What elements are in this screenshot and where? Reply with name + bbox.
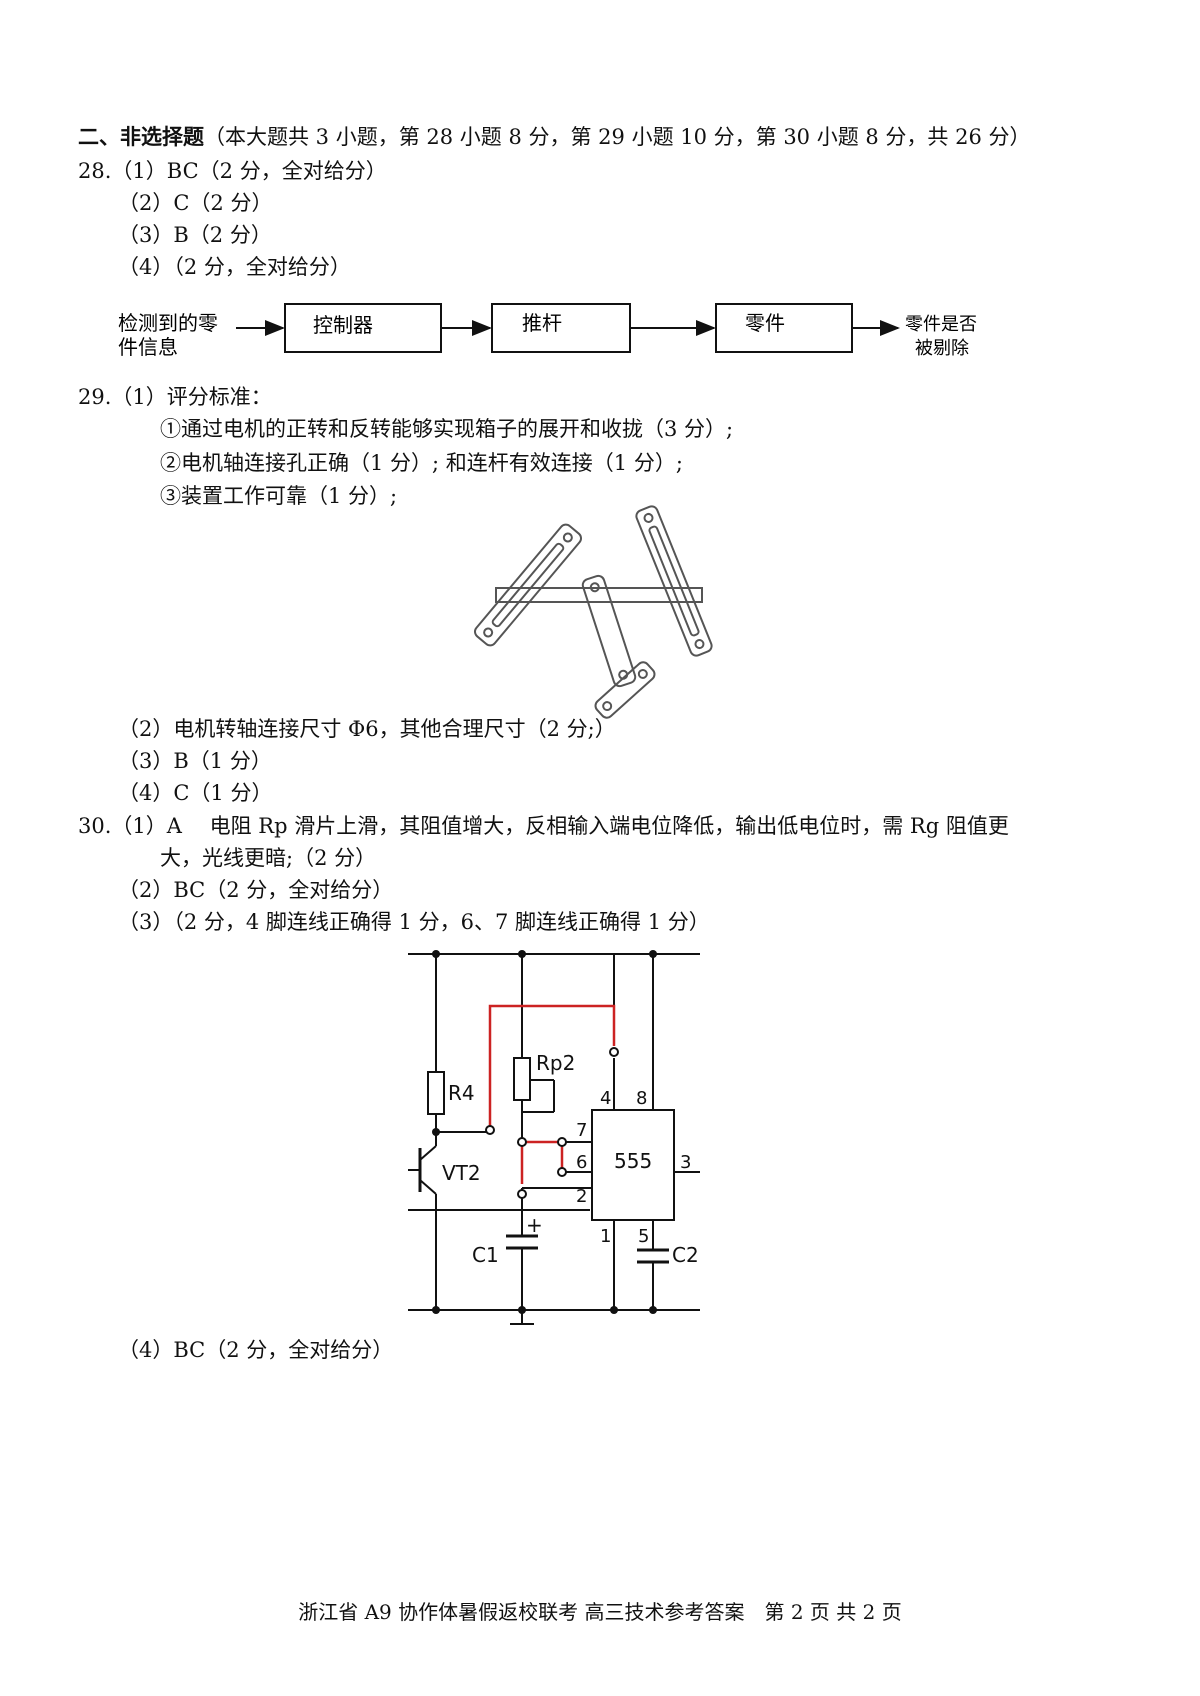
- label-pin8: 8: [636, 1088, 647, 1109]
- q30-a1-line1: （1）A 电阻 Rp 滑片上滑，其阻值增大，反相输入端电位降低，输出低电位时，需…: [111, 814, 1009, 838]
- label-vt2: VT2: [442, 1161, 481, 1185]
- diagram-output-line1: 零件是否: [905, 314, 977, 335]
- linkage-horizontal-bar: [495, 587, 703, 603]
- q30-answer-4: （4）BC（2 分，全对给分）: [118, 1338, 394, 1362]
- q30-circuit-diagram: R4 Rp2 VT2 C1 C2 + 555 4 8 7 6 2 3 1 5: [408, 950, 700, 1325]
- linkage-left-arm: [473, 523, 583, 647]
- page-footer: 浙江省 A9 协作体暑假返校联考 高三技术参考答案 第 2 页 共 2 页: [298, 1600, 902, 1624]
- q30-number: 30.: [78, 814, 112, 838]
- box-part-label: 零件: [745, 311, 785, 335]
- label-c1: C1: [472, 1243, 499, 1267]
- box-controller-label: 控制器: [313, 313, 373, 337]
- label-pin3: 3: [680, 1152, 691, 1173]
- section-heading: 二、非选择题（本大题共 3 小题，第 28 小题 8 分，第 29 小题 10 …: [78, 122, 1031, 152]
- section-note: （本大题共 3 小题，第 28 小题 8 分，第 29 小题 10 分，第 30…: [204, 125, 1031, 149]
- q30-answer-1: 30.（1）A 电阻 Rp 滑片上滑，其阻值增大，反相输入端电位降低，输出低电位…: [78, 811, 1009, 841]
- q28-answer-1: 28.（1）BC（2 分，全对给分）: [78, 156, 387, 186]
- q28-a1-text: （1）BC（2 分，全对给分）: [111, 159, 387, 183]
- section-title: 二、非选择题: [78, 124, 204, 149]
- label-pin1: 1: [600, 1226, 611, 1247]
- label-pin6: 6: [576, 1152, 587, 1173]
- q28-number: 28.: [78, 159, 112, 183]
- label-pin7: 7: [576, 1120, 587, 1141]
- q30-answer-2: （2）BC（2 分，全对给分）: [118, 878, 394, 902]
- potentiometer-rp2: [513, 1057, 531, 1101]
- q29-criterion-3: ③装置工作可靠（1 分）;: [160, 484, 398, 508]
- label-c2: C2: [672, 1243, 699, 1267]
- label-plus: +: [526, 1213, 543, 1237]
- q30-answer-1-cont: 大，光线更暗;（2 分）: [160, 846, 377, 870]
- label-pin2: 2: [576, 1186, 587, 1207]
- label-pin4: 4: [600, 1088, 611, 1109]
- diagram-input-line2: 件信息: [118, 335, 178, 359]
- q29-linkage-drawing: [473, 505, 713, 719]
- q28-answer-3: （3）B（2 分）: [118, 223, 272, 247]
- q29-criterion-2: ②电机轴连接孔正确（1 分）; 和连杆有效连接（1 分）;: [160, 451, 683, 475]
- q29-answer-1-title: 29.（1）评分标准：: [78, 382, 272, 412]
- q29-answer-2: （2）电机转轴连接尺寸 Φ6，其他合理尺寸（2 分;）: [118, 717, 616, 741]
- q30-answer-3: （3）（2 分，4 脚连线正确得 1 分，6、7 脚连线正确得 1 分）: [118, 910, 710, 934]
- q28-answer-4: （4）（2 分，全对给分）: [118, 255, 351, 279]
- q29-criterion-1: ①通过电机的正转和反转能够实现箱子的展开和收拢（3 分）;: [160, 417, 734, 441]
- diagram-output-line2: 被剔除: [915, 338, 969, 359]
- q28-answer-2: （2）C（2 分）: [118, 191, 273, 215]
- ic-555: [591, 1109, 675, 1221]
- q29-answer-4: （4）C（1 分）: [118, 781, 273, 805]
- linkage-lower-link: [594, 661, 656, 719]
- label-555: 555: [614, 1149, 652, 1173]
- diagram-input-line1: 检测到的零: [118, 311, 218, 335]
- resistor-r4: [427, 1071, 445, 1115]
- label-rp2: Rp2: [536, 1051, 575, 1075]
- q29-answer-3: （3）B（1 分）: [118, 749, 272, 773]
- linkage-right-arm: [635, 505, 713, 657]
- answer-wires: [488, 1004, 616, 1184]
- linkage-center-arm: [581, 574, 637, 688]
- label-pin5: 5: [638, 1226, 649, 1247]
- q29-a1-title-text: （1）评分标准：: [111, 385, 272, 409]
- label-r4: R4: [448, 1081, 475, 1105]
- box-push-rod-label: 推杆: [522, 311, 562, 335]
- q29-number: 29.: [78, 385, 112, 409]
- q28-block-diagram: 检测到的零 件信息 控制器 推杆 零件 零件是否 被剔除: [118, 303, 977, 359]
